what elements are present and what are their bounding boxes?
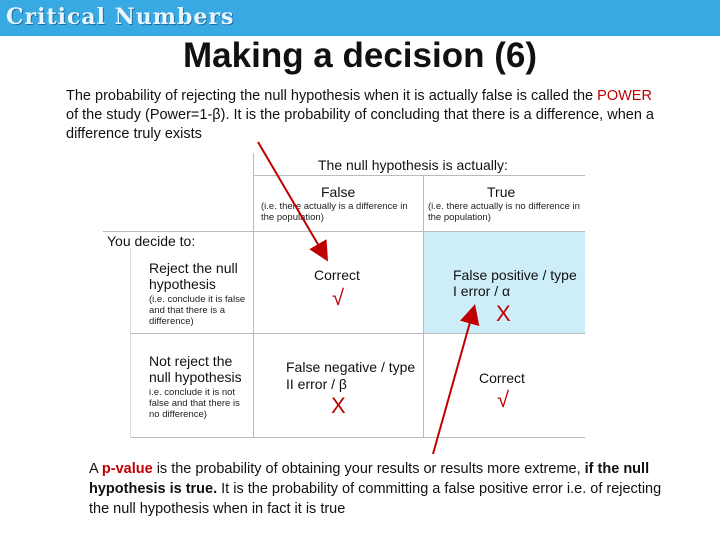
grid-line [130, 437, 585, 438]
column-false-label: False [321, 184, 356, 200]
correct-outcome-label: Correct [314, 267, 360, 283]
false-positive-label: False positive / type I error / α [453, 267, 577, 299]
grid-line [130, 333, 585, 334]
p-value-term: p-value [101, 461, 153, 477]
intro-text-start: The probability of rejecting the null hy… [66, 88, 598, 104]
type-one-error-cell-highlight [423, 231, 585, 333]
p-value-arrow [432, 304, 480, 455]
null-hypothesis-header: The null hypothesis is actually: [318, 157, 508, 173]
null-true-condition: if the null hypothesis is true. [89, 461, 650, 497]
header-banner: Critical Numbers [0, 0, 720, 36]
p-value-text-start: A [89, 461, 102, 477]
p-value-text-mid: is the probability of obtaining your res… [152, 461, 585, 477]
grid-line [253, 175, 585, 176]
grid-line [253, 153, 254, 438]
correct-outcome-label: Correct [479, 370, 525, 386]
check-mark-icon: √ [332, 285, 345, 310]
p-value-paragraph: A p-value is the probability of obtainin… [89, 459, 669, 519]
column-false-note: (i.e. there actually is a difference in … [261, 201, 408, 223]
false-negative-label: False negative / type II error / β [286, 359, 416, 392]
you-decide-label: You decide to: [107, 233, 196, 249]
row-reject-note: (i.e. conclude it is false and that ther… [149, 294, 246, 327]
grid-line [130, 248, 131, 438]
cross-mark-icon: X [331, 393, 346, 418]
row-not-reject-label: Not reject the null hypothesis [149, 353, 242, 385]
check-mark-icon: √ [497, 387, 510, 412]
row-reject-label: Reject the null hypothesis [149, 260, 238, 292]
column-true-note: (i.e. there actually is no difference in… [428, 201, 580, 223]
table-top-band [103, 153, 585, 231]
p-value-text-end: It is the probability of committing a fa… [89, 481, 662, 517]
row-not-reject-note: i.e. conclude it is not false and that t… [149, 387, 240, 420]
slide-title: Making a decision (6) [183, 36, 537, 75]
grid-line [103, 231, 585, 232]
intro-paragraph: The probability of rejecting the null hy… [66, 87, 666, 144]
cross-mark-icon: X [496, 301, 511, 326]
brand-logo-text: Critical Numbers [6, 4, 235, 30]
power-arrow [257, 141, 329, 262]
grid-line [423, 175, 424, 438]
intro-text-end: of the study (Power=1-β). It is the prob… [66, 107, 654, 142]
column-true-label: True [487, 184, 516, 200]
decision-table: The null hypothesis is actually: False (… [103, 153, 585, 438]
power-term: POWER [597, 88, 652, 104]
